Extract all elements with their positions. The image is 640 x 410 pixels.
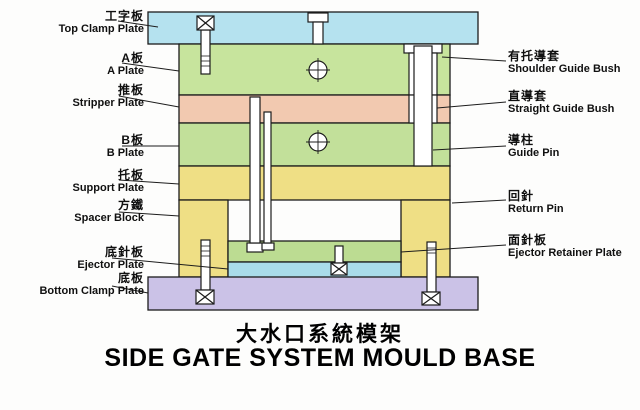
screw-symbol-b-plate bbox=[306, 130, 330, 154]
label-guide-pin-cn: 導柱 bbox=[508, 133, 535, 147]
leader-lines bbox=[111, 20, 507, 294]
label-b-plate-en: B Plate bbox=[106, 147, 144, 159]
screw-ejector-plate bbox=[330, 245, 348, 276]
ejector-plate bbox=[227, 261, 402, 279]
pins-and-screws bbox=[195, 12, 443, 306]
leader-shoulder-guide-bush bbox=[441, 56, 507, 62]
label-a-plate: A板 A Plate bbox=[107, 52, 144, 78]
label-a-plate-cn: A板 bbox=[121, 51, 144, 65]
label-support-plate-en: Support Plate bbox=[72, 182, 144, 194]
screw-bottom-left bbox=[195, 239, 215, 305]
spacer-block-right bbox=[400, 199, 451, 278]
label-shoulder-guide-bush-en: Shoulder Guide Bush bbox=[508, 63, 621, 75]
label-guide-pin: 導柱 Guide Pin bbox=[508, 134, 559, 160]
label-top-clamp-plate-cn: 工字板 bbox=[104, 9, 144, 23]
label-straight-guide-bush: 直導套 Straight Guide Bush bbox=[508, 90, 614, 116]
guide-pin bbox=[413, 45, 433, 167]
label-spacer-block-en: Spacer Block bbox=[74, 212, 144, 224]
label-bottom-clamp-plate-cn: 底板 bbox=[117, 271, 144, 285]
label-return-pin: 回針 Return Pin bbox=[508, 190, 564, 216]
leader-ejector-retainer-plate bbox=[400, 244, 507, 253]
label-bottom-clamp-plate: 底板 Bottom Clamp Plate bbox=[39, 272, 144, 298]
leader-return-pin bbox=[451, 199, 507, 204]
label-stripper-plate-en: Stripper Plate bbox=[72, 97, 144, 109]
title-english: SIDE GATE SYSTEM MOULD BASE bbox=[104, 344, 536, 372]
label-support-plate: 托板 Support Plate bbox=[72, 169, 144, 195]
leader-straight-guide-bush bbox=[436, 101, 507, 109]
label-ejector-plate: 底針板 Ejector Plate bbox=[77, 246, 144, 272]
leader-top-clamp-plate bbox=[117, 20, 159, 28]
label-stripper-plate: 推板 Stripper Plate bbox=[72, 84, 144, 110]
leader-ejector-plate bbox=[111, 257, 229, 270]
label-ejector-plate-en: Ejector Plate bbox=[77, 259, 144, 271]
leader-support-plate bbox=[118, 179, 180, 185]
label-top-clamp-plate-en: Top Clamp Plate bbox=[58, 23, 144, 35]
label-spacer-block: 方鐵 Spacer Block bbox=[74, 199, 144, 225]
label-ejector-retainer-plate: 面針板 Ejector Retainer Plate bbox=[508, 234, 622, 260]
label-top-clamp-plate: 工字板 Top Clamp Plate bbox=[59, 10, 144, 36]
title-chinese: 大水口系統模架 bbox=[236, 323, 404, 346]
label-support-plate-cn: 托板 bbox=[117, 168, 144, 182]
label-stripper-plate-cn: 推板 bbox=[117, 83, 144, 97]
label-shoulder-guide-bush-cn: 有托導套 bbox=[508, 49, 561, 63]
screw-bottom-right bbox=[421, 241, 441, 306]
label-ejector-plate-cn: 底針板 bbox=[104, 245, 144, 259]
label-return-pin-cn: 回針 bbox=[508, 189, 535, 203]
sprue-bush bbox=[307, 12, 329, 45]
label-ejector-retainer-plate-en: Ejector Retainer Plate bbox=[508, 247, 622, 259]
label-a-plate-en: A Plate bbox=[107, 65, 144, 77]
leader-bottom-clamp-plate bbox=[111, 285, 149, 294]
label-return-pin-en: Return Pin bbox=[508, 203, 564, 215]
leader-a-plate bbox=[121, 62, 180, 72]
label-b-plate: B板 B Plate bbox=[107, 134, 144, 160]
screw-symbol-a-plate bbox=[306, 58, 330, 82]
label-shoulder-guide-bush: 有托導套 Shoulder Guide Bush bbox=[508, 50, 620, 76]
leader-spacer-block bbox=[118, 211, 180, 217]
label-guide-pin-en: Guide Pin bbox=[508, 147, 560, 159]
label-bottom-clamp-plate-en: Bottom Clamp Plate bbox=[39, 285, 144, 297]
ejector-pin bbox=[261, 111, 275, 251]
label-ejector-retainer-plate-cn: 面針板 bbox=[508, 233, 548, 247]
label-spacer-block-cn: 方鐵 bbox=[117, 198, 144, 212]
leader-stripper-plate bbox=[118, 95, 180, 108]
label-b-plate-cn: B板 bbox=[121, 133, 144, 147]
leader-guide-pin bbox=[432, 145, 507, 151]
support-plate bbox=[178, 165, 451, 201]
label-straight-guide-bush-en: Straight Guide Bush bbox=[508, 103, 615, 115]
cap-screw-top-left bbox=[196, 15, 215, 75]
label-straight-guide-bush-cn: 直導套 bbox=[508, 89, 548, 103]
